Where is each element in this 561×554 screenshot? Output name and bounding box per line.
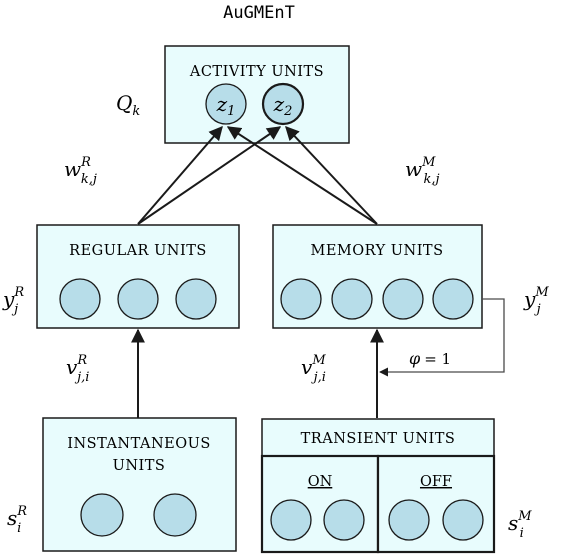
instantaneous-units-label-line2: UNITS — [113, 458, 166, 474]
instantaneous-unit-1 — [80, 493, 124, 537]
memory-units-box: MEMORY UNITS — [272, 224, 483, 329]
memory-unit-3 — [382, 278, 424, 320]
transient-off-unit-2 — [442, 499, 484, 541]
activity-units-label: ACTIVITY UNITS — [189, 64, 324, 80]
activity-units-box: ACTIVITY UNITS z1 z2 — [164, 45, 350, 144]
q-k-label: Qk — [116, 91, 140, 119]
regular-units-box: REGULAR UNITS — [36, 224, 240, 329]
regular-units-label: REGULAR UNITS — [69, 243, 207, 259]
diagram-title: AuGMEnT — [223, 3, 295, 23]
arrow-regular-to-z1 — [137, 125, 223, 225]
transient-units-box: TRANSIENT UNITS ON OFF — [260, 418, 496, 554]
regular-unit-2 — [117, 278, 159, 320]
arrow-memory-to-z1 — [226, 126, 378, 225]
regular-unit-1 — [59, 278, 101, 320]
transient-off-label: OFF — [420, 474, 452, 490]
activity-unit-z2 — [261, 82, 305, 126]
activity-unit-z2-label: z2 — [273, 92, 293, 119]
regular-unit-3 — [175, 278, 217, 320]
memory-feedback-loop — [379, 298, 505, 377]
arrow-memory-to-z2 — [285, 125, 378, 225]
memory-unit-4 — [432, 278, 474, 320]
arrow-regular-to-z2 — [137, 126, 282, 225]
transient-on-unit-2 — [323, 499, 365, 541]
transient-on-unit-1 — [270, 499, 312, 541]
transient-units-label: TRANSIENT UNITS — [301, 431, 456, 447]
instantaneous-units-box: INSTANTANEOUS UNITS — [42, 417, 237, 552]
memory-unit-1 — [280, 278, 322, 320]
transient-off-unit-1 — [388, 499, 430, 541]
transient-off-box — [376, 454, 496, 554]
feedback-phi-label: φ= 1 — [409, 349, 451, 368]
activity-unit-z1 — [205, 83, 247, 125]
memory-units-label: MEMORY UNITS — [310, 243, 443, 259]
transient-on-label: ON — [308, 474, 333, 490]
activity-unit-z1-label: z1 — [216, 92, 236, 119]
instantaneous-unit-2 — [153, 493, 197, 537]
instantaneous-units-label-line1: INSTANTANEOUS — [67, 436, 211, 452]
memory-unit-2 — [331, 278, 373, 320]
